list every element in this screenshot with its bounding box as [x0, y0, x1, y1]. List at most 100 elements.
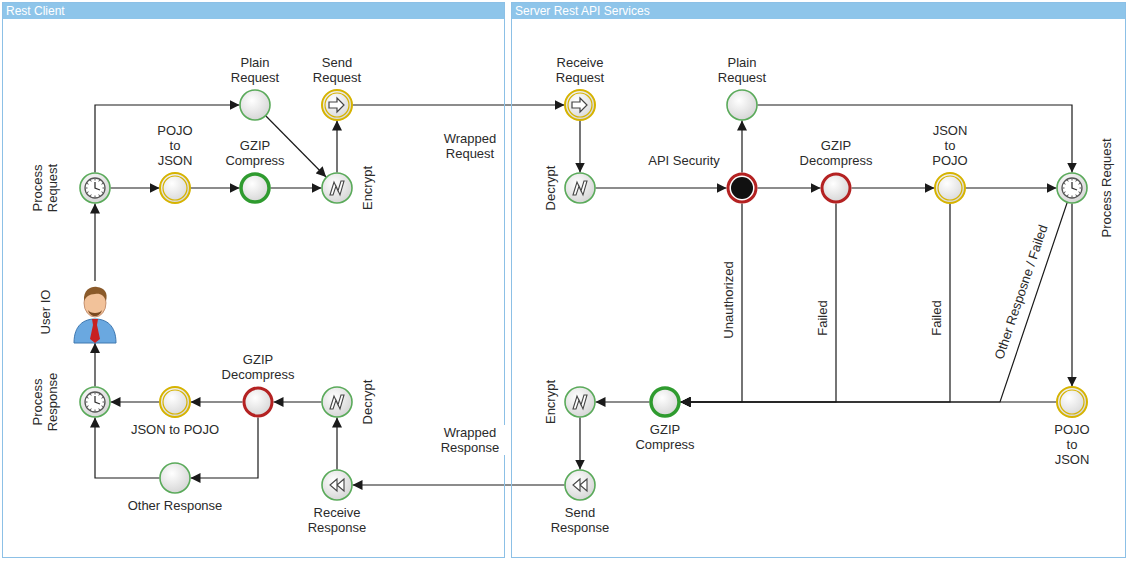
bpmn-event-circle: Encrypt	[564, 386, 596, 418]
event-symbol	[239, 89, 271, 121]
event-symbol	[726, 172, 758, 204]
event-ring	[322, 470, 352, 500]
clock-tick	[1076, 180, 1077, 182]
event-ring	[241, 174, 269, 202]
flow-label: Failed	[929, 298, 944, 337]
clock-face	[85, 392, 105, 412]
lightning-icon	[573, 395, 587, 409]
sequence-flow	[596, 401, 650, 402]
event-ring	[565, 90, 595, 120]
event-symbol	[159, 462, 191, 494]
sequence-flow	[758, 105, 1073, 173]
sequence-flow	[579, 121, 580, 173]
event-ring	[728, 174, 756, 202]
bpmn-event-circle: API Security	[726, 172, 758, 204]
sequence-flow	[94, 343, 95, 387]
bpmn-event-circle: Process Request	[1056, 172, 1088, 204]
sequence-flow	[336, 418, 337, 470]
sequence-flow	[966, 187, 1057, 188]
clock-tick	[101, 406, 103, 407]
node-label: Decrypt	[543, 166, 558, 211]
event-symbol	[1056, 386, 1088, 418]
event-symbol	[564, 469, 596, 501]
bpmn-event-circle: Process Response	[79, 386, 111, 418]
sequence-flow	[758, 187, 821, 188]
person-icon	[70, 281, 120, 343]
node-label: Send Request	[307, 55, 367, 85]
node-label: API Security	[648, 153, 720, 168]
sequence-flow	[353, 104, 565, 105]
event-symbol	[820, 172, 852, 204]
node-label: GZIP Compress	[220, 138, 290, 168]
node-label: GZIP Decompress	[796, 138, 876, 168]
event-ring	[325, 93, 349, 117]
clock-tick	[95, 410, 96, 412]
node-label: Process Request	[1099, 139, 1114, 238]
clock-tick	[87, 183, 89, 184]
sequence-flow	[353, 484, 565, 485]
clock-tick	[1064, 183, 1066, 184]
event-ring	[244, 388, 272, 416]
event-symbol	[1056, 172, 1088, 204]
bpmn-event-circle: Plain Request	[239, 89, 271, 121]
clock-tick	[95, 196, 96, 198]
node-label: Send Response	[545, 505, 615, 535]
event-ring	[160, 463, 190, 493]
sequence-flow	[336, 121, 337, 173]
clock-tick	[87, 406, 89, 407]
event-ring	[1057, 173, 1087, 203]
sequence-flow	[681, 204, 837, 403]
event-symbol	[159, 386, 191, 418]
flow-label: Wrapped Request	[437, 131, 503, 161]
terminate-dot	[731, 177, 753, 199]
send-arrow-icon	[329, 98, 344, 112]
event-ring	[727, 90, 757, 120]
flow-label: Failed	[815, 298, 830, 337]
clock-tick	[1078, 192, 1080, 193]
clock-hands	[95, 182, 100, 190]
node-label: Receive Response	[302, 505, 372, 535]
clock-tick	[101, 192, 103, 193]
sequence-flow	[191, 401, 243, 402]
pool-title: Rest Client	[3, 3, 65, 19]
sequence-flow	[1071, 204, 1072, 387]
bpmn-event-circle: GZIP Decompress	[242, 386, 274, 418]
clock-face	[85, 178, 105, 198]
event-ring	[80, 387, 110, 417]
sequence-flow	[681, 203, 1068, 402]
sequence-flow	[681, 401, 1057, 402]
event-ring	[240, 90, 270, 120]
clock-tick	[1076, 194, 1077, 196]
lightning-icon	[330, 395, 344, 409]
event-ring	[322, 387, 352, 417]
event-ring	[163, 390, 187, 414]
event-symbol	[649, 386, 681, 418]
clock-tick	[1064, 192, 1066, 193]
swimlane-pool: Rest ClientUser IO Process Request Plain R…	[2, 2, 505, 558]
sequence-flow	[741, 121, 742, 173]
flow-label: Unauthorized	[721, 259, 736, 340]
clock-tick	[99, 180, 100, 182]
node-label: Process Request	[30, 160, 60, 216]
clock-tick	[1080, 188, 1082, 189]
node-label: GZIP Compress	[630, 422, 700, 452]
sequence-flow	[274, 401, 322, 402]
node-label: Receive Request	[550, 55, 610, 85]
event-ring	[565, 387, 595, 417]
node-label: GZIP Decompress	[218, 352, 298, 382]
clock-tick	[1072, 179, 1073, 181]
send-arrow-icon	[572, 98, 587, 112]
node-label: JSON to POJO	[930, 123, 970, 168]
event-ring	[565, 173, 595, 203]
event-symbol	[321, 386, 353, 418]
event-ring	[1060, 390, 1084, 414]
user-actor: User IO	[70, 281, 120, 343]
node-label: Process Response	[30, 371, 60, 433]
node-label: Plain Request	[712, 55, 772, 85]
bpmn-event-circle: Receive Request	[564, 89, 596, 121]
event-ring	[322, 90, 352, 120]
node-label: User IO	[38, 290, 53, 335]
bpmn-event-circle: GZIP Compress	[239, 172, 271, 204]
sequence-flow	[191, 187, 240, 188]
bpmn-event-circle: GZIP Decompress	[820, 172, 852, 204]
